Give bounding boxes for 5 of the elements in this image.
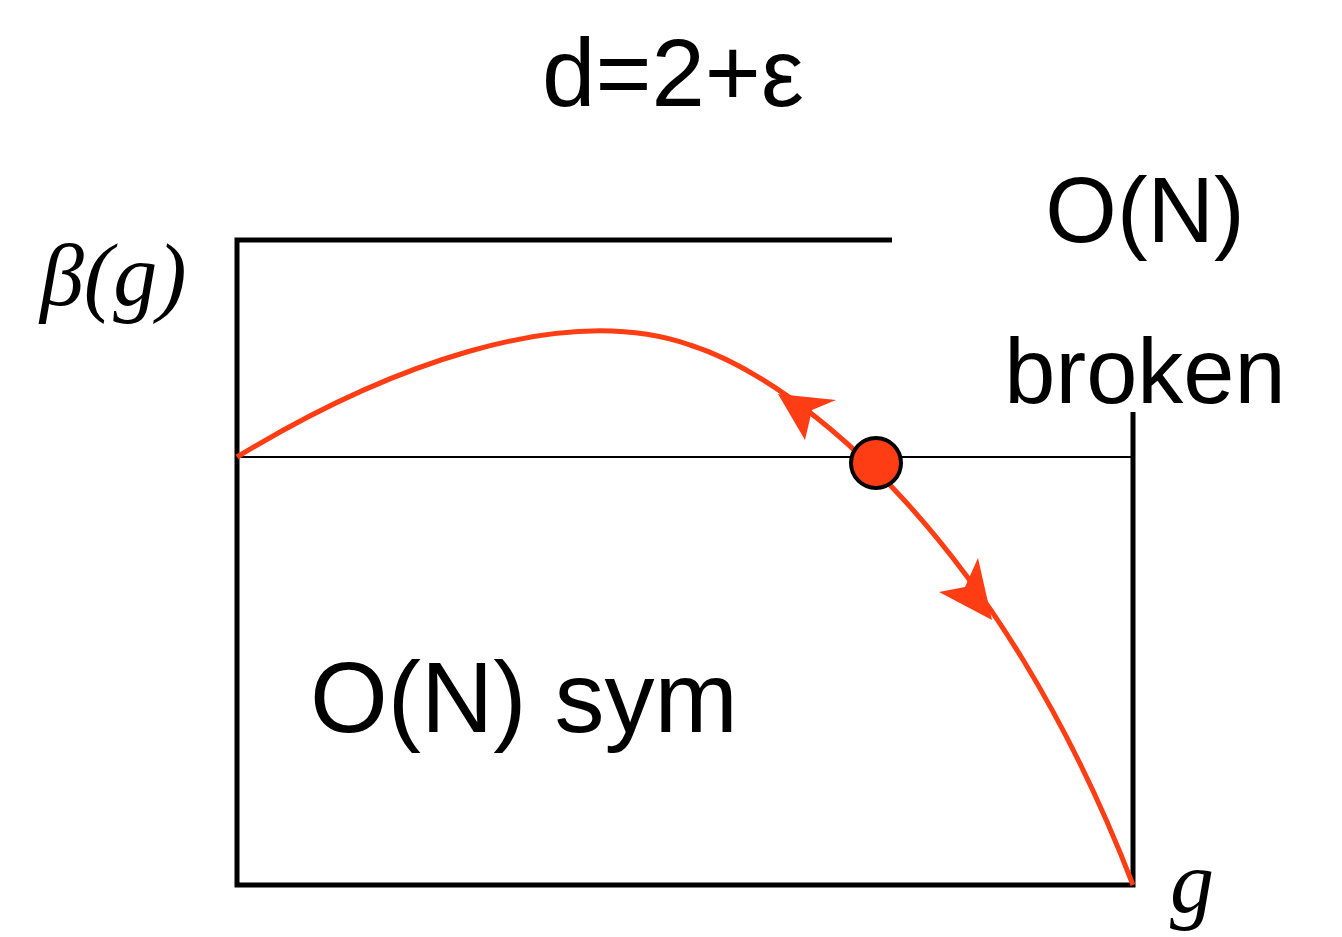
region-label: O(N) sym	[310, 642, 738, 752]
title: d=2+ε	[542, 20, 804, 126]
region-label: O(N) broken	[1003, 158, 1287, 424]
axis-label: β(g)	[40, 228, 187, 325]
axis-label: g	[1170, 835, 1214, 932]
